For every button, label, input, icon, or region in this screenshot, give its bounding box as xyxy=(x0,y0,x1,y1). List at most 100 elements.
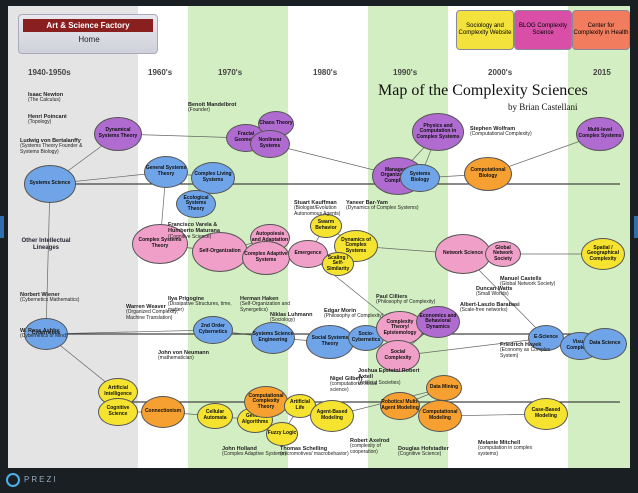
concept-node[interactable]: Self-Organization xyxy=(192,231,248,273)
person-note: (Philosophy of Complexity) xyxy=(324,313,384,320)
person-label[interactable]: Yaneer Bar-Yam(Dynamics of Complex Syste… xyxy=(346,200,426,212)
concept-node[interactable]: Computational Biology xyxy=(464,156,512,192)
person-note: (micromotives/ macrobehavior) xyxy=(280,451,349,458)
era-label: 1980's xyxy=(313,68,338,77)
concept-node[interactable]: Nonlinear Systems xyxy=(250,129,290,159)
concept-node[interactable]: Scaling / Self-Similarity xyxy=(322,252,354,276)
person-label[interactable]: Joshua Epstein/ Robert Axtell(Artificial… xyxy=(358,368,428,386)
concept-node[interactable]: Ecological Systems Theory xyxy=(176,189,216,219)
concept-node[interactable]: Computational Modeling xyxy=(418,400,462,432)
person-label[interactable]: Nigel Gilbert(computational social scien… xyxy=(330,376,390,394)
concept-node[interactable]: Complex Living Systems xyxy=(191,162,235,194)
person-name: Duncan Watts xyxy=(476,286,513,292)
concept-node[interactable]: Artificial Life xyxy=(284,394,316,418)
person-label[interactable]: W. Ross Ashby(Cybernetics of Mind) xyxy=(20,328,80,340)
person-note: (Economy as Complex System) xyxy=(500,347,551,360)
concept-node[interactable]: Cellular Automata xyxy=(197,403,233,429)
person-label[interactable]: Edgar Morin(Philosophy of Complexity) xyxy=(324,308,384,320)
home-link[interactable]: Home xyxy=(78,35,100,44)
person-label[interactable]: Albert-Laszlo Barabasi(Scale-free networ… xyxy=(460,302,530,314)
person-label[interactable]: Manuel Castells(Global Network Society) xyxy=(500,276,566,288)
person-note: (Cybernetics of Mind) xyxy=(20,333,68,340)
person-label[interactable]: Stephen Wolfram(Computational Complexity… xyxy=(470,126,540,138)
person-label[interactable]: Robert Axelrod(complexity of cooperation… xyxy=(350,438,410,456)
person-name: Niklas Luhmann xyxy=(270,312,313,318)
person-note: (computation in complex systems) xyxy=(478,445,533,458)
concept-node[interactable]: Connectionism xyxy=(141,396,185,428)
person-label[interactable]: Ludwig von Bertalanffy(Systems Theory Fo… xyxy=(20,138,100,156)
concept-node[interactable]: Physics and Computation in Complex Syste… xyxy=(412,113,464,151)
concept-node[interactable]: Data Science xyxy=(583,328,627,360)
other-lineages-label: Other Intellectual Lineages xyxy=(21,238,71,251)
prev-arrow-tab[interactable] xyxy=(0,216,4,238)
concept-node[interactable]: Swarm Behavior xyxy=(310,214,342,238)
person-label[interactable]: Douglas Hofstadter(Cognitive Science) xyxy=(398,446,468,458)
concept-node[interactable]: Systems Science Engineering xyxy=(251,322,295,354)
concept-node[interactable]: Multi-level Complex Systems xyxy=(576,116,624,152)
person-label[interactable]: John Holland(Complex Adaptive Systems) xyxy=(222,446,292,458)
concept-node[interactable]: Data Mining xyxy=(426,375,462,401)
person-label[interactable]: Stuart Kauffman(Biologist/Evolution Auto… xyxy=(294,200,360,218)
concept-node[interactable]: Systems Science xyxy=(24,165,76,203)
health-center-button[interactable]: Center for Complexity in Health xyxy=(572,10,630,50)
concept-node[interactable]: Case-Based Modeling xyxy=(524,398,568,430)
person-label[interactable]: Duncan Watts(Small Worlds) xyxy=(476,286,536,298)
person-label[interactable]: Norbert Wiener(Cybernetics Mathematics) xyxy=(20,292,80,304)
person-name: Stuart Kauffman xyxy=(294,200,337,206)
concept-node[interactable]: Robotics/ Multi-Agent Modeling xyxy=(380,391,420,421)
person-note: (Global Network Society) xyxy=(500,281,556,288)
person-label[interactable]: Ilya Prigogine(Dissipative Structures, t… xyxy=(168,296,234,314)
concept-node[interactable]: Social Complexity xyxy=(376,340,420,372)
concept-node[interactable]: Agent-Based Modeling xyxy=(310,400,354,432)
person-note: (Biologist/Evolution Autonomous Agents) xyxy=(294,205,341,218)
concept-node[interactable]: Computational Complexity Theory xyxy=(244,386,288,418)
person-name: John von Neumann xyxy=(158,350,210,356)
person-note: (Dynamics of Complex Systems) xyxy=(346,205,419,212)
concept-node[interactable]: Dynamical Systems Theory xyxy=(94,116,142,152)
person-name: Edgar Morin xyxy=(324,308,357,314)
concept-node[interactable]: Cybernetics xyxy=(24,318,68,350)
concept-node[interactable]: Social Systems Theory xyxy=(306,324,354,360)
person-name: Francisco Varela & Humberto Maturana xyxy=(168,222,220,235)
concept-node[interactable]: Complexity Theory/ Epistemology xyxy=(376,310,424,346)
concept-node[interactable]: 2nd Order Cybernetics xyxy=(193,315,233,345)
concept-node[interactable]: Network Science xyxy=(435,233,491,275)
person-label[interactable]: Thomas Schelling(micromotives/ macrobeha… xyxy=(280,446,350,458)
person-label[interactable]: Melanie Mitchell(computation in complex … xyxy=(478,440,548,458)
next-arrow-tab[interactable] xyxy=(634,216,638,238)
concept-node[interactable]: Global Network Society xyxy=(485,241,521,267)
concept-node[interactable]: Cognitive Science xyxy=(98,397,138,427)
person-label[interactable]: Warren Weaver(Organized Complexity; Mach… xyxy=(126,304,186,322)
person-name: Warren Weaver xyxy=(126,304,166,310)
person-note: (Founder) xyxy=(188,107,210,114)
prezi-logo[interactable]: PREZI xyxy=(6,472,66,488)
concept-node[interactable]: Complex Systems Theory xyxy=(132,223,188,265)
concept-node[interactable]: General Systems Theory xyxy=(144,156,188,188)
concept-node[interactable]: Spatial / Geographical Complexity xyxy=(581,238,625,270)
era-band-2015 xyxy=(568,6,630,468)
concept-node[interactable]: Socio-Cybernetics xyxy=(348,325,384,351)
person-label[interactable]: Herman Haken(Self-Organization and Syner… xyxy=(240,296,306,314)
concept-node[interactable]: E-Science xyxy=(528,325,564,351)
site-title-link[interactable]: Art & Science Factory xyxy=(23,19,153,32)
person-name: Yaneer Bar-Yam xyxy=(346,200,388,206)
concept-node[interactable]: Fuzzy Logic xyxy=(266,422,298,446)
person-label[interactable]: Francisco Varela & Humberto Maturana(Cog… xyxy=(168,222,234,240)
concept-node[interactable]: Complex Adaptive Systems xyxy=(242,240,290,276)
blog-button[interactable]: BLOG Complexity Science xyxy=(514,10,572,50)
person-label[interactable]: Niklas Luhmann(Sociology) xyxy=(270,312,330,324)
person-name: Robert Axelrod xyxy=(350,438,390,444)
person-label[interactable]: Friedrich Hayek(Economy as Complex Syste… xyxy=(500,342,570,360)
concept-node[interactable]: Systems Biology xyxy=(400,163,440,193)
concept-node[interactable]: Economics and Behavioral Dynamics xyxy=(416,306,460,338)
map-subtitle: by Brian Castellani xyxy=(508,102,578,112)
person-label[interactable]: Paul Cilliers(Philosophy of Complexity) xyxy=(376,294,436,306)
complexity-map-canvas[interactable]: 1940-1950s 1960's 1970's 1980's 1990's 2… xyxy=(8,6,630,468)
person-name: Benoit Mandelbrot xyxy=(188,102,237,108)
sociology-website-button[interactable]: Sociology and Complexity Website xyxy=(456,10,514,50)
person-label[interactable]: Henri Poincaré(Topology) xyxy=(28,114,88,126)
person-label[interactable]: Benoit Mandelbrot(Founder) xyxy=(188,102,248,114)
connection-line xyxy=(45,183,51,335)
person-label[interactable]: John von Neumann(mathematician) xyxy=(158,350,228,362)
person-label[interactable]: Isaac Newton(The Calculus) xyxy=(28,92,88,104)
